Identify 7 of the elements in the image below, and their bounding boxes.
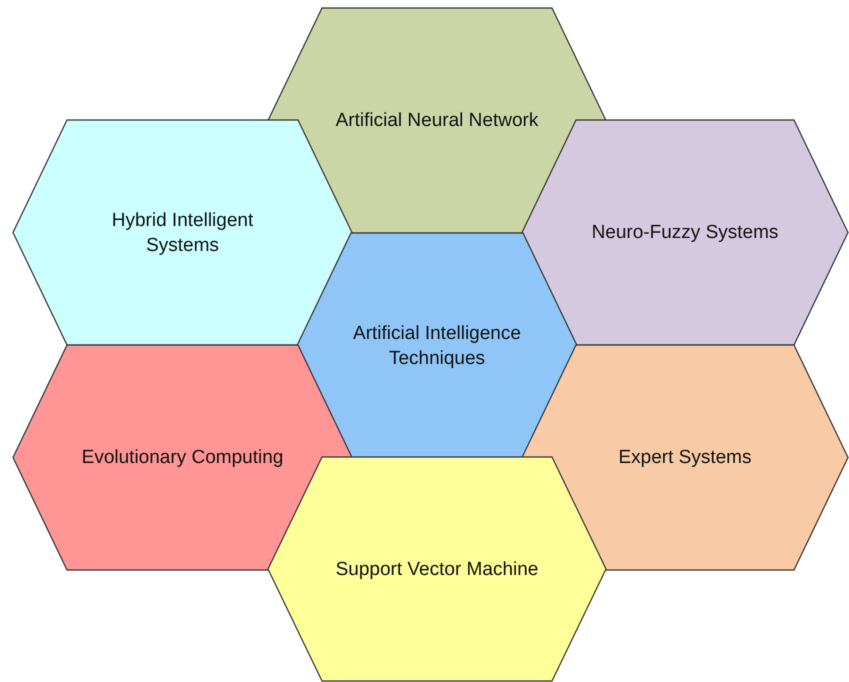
hexagon-label: Hybrid Intelligent Systems: [110, 208, 254, 258]
hexagon-label: Artificial Intelligence Techniques: [352, 322, 522, 370]
hexagon-label: Evolutionary Computing: [82, 446, 284, 470]
hexagon-label: Expert Systems: [618, 446, 752, 470]
hexagon-label: Support Vector Machine: [336, 558, 538, 582]
hexagon-label: Neuro-Fuzzy Systems: [592, 221, 778, 245]
hexagon-label: Artificial Neural Network: [336, 109, 538, 133]
